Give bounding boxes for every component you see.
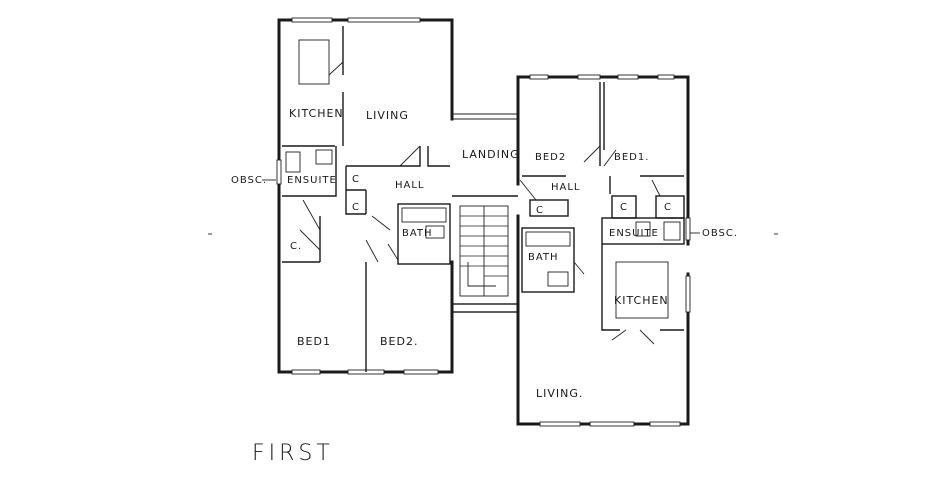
bath-basin bbox=[547, 271, 569, 287]
kitchen-wall bbox=[601, 244, 620, 331]
wall bbox=[427, 146, 450, 167]
bathroom-wall bbox=[521, 227, 575, 293]
window bbox=[291, 17, 333, 23]
bathtub bbox=[401, 207, 447, 223]
door-swing bbox=[365, 239, 379, 263]
door-swing bbox=[328, 61, 344, 76]
bathtub bbox=[525, 231, 571, 247]
right-cupboard-label: C bbox=[536, 205, 544, 216]
cupboard bbox=[529, 199, 569, 217]
right-kitchen-label: KITCHEN bbox=[614, 294, 669, 307]
right-bed1-label: BED1. bbox=[614, 152, 649, 163]
window bbox=[617, 74, 639, 80]
window bbox=[291, 369, 321, 375]
left-hall-label: HALL bbox=[395, 180, 425, 191]
left-unit bbox=[276, 17, 454, 375]
window bbox=[577, 74, 601, 80]
window bbox=[649, 421, 681, 427]
left-cupboard-label: C bbox=[352, 202, 360, 213]
stair-wall bbox=[451, 303, 519, 313]
door-swing bbox=[639, 329, 655, 345]
landing-label: LANDING bbox=[462, 148, 520, 161]
right-hall-label: HALL bbox=[551, 182, 581, 193]
bathroom-wall bbox=[397, 203, 451, 265]
ensuite-basin bbox=[635, 221, 651, 237]
stair-treads bbox=[460, 215, 508, 277]
stair-core bbox=[451, 113, 519, 313]
stair-arrow bbox=[467, 262, 496, 287]
right-unit bbox=[516, 74, 691, 427]
left-cupboard-label: C bbox=[352, 174, 360, 185]
window bbox=[539, 421, 581, 427]
door-swing bbox=[519, 179, 537, 201]
door-swing bbox=[573, 261, 585, 275]
ensuite-shower bbox=[285, 151, 301, 173]
right-bed2-label: BED2 bbox=[535, 152, 566, 163]
right-obsc-label: OBSC. bbox=[702, 228, 738, 239]
right-cupboard-label: C bbox=[664, 202, 672, 213]
door-swing bbox=[371, 215, 391, 231]
door-swing bbox=[611, 329, 627, 341]
left-living-label: LIVING bbox=[366, 109, 409, 122]
left-cupboard-label: C. bbox=[290, 241, 302, 252]
ensuite-basin bbox=[315, 149, 333, 165]
right-ensuite-label: ENSUITE bbox=[609, 228, 659, 239]
wall bbox=[346, 146, 421, 167]
left-unit-top-wall bbox=[277, 18, 454, 121]
door-swing bbox=[651, 179, 661, 197]
right-bath-label: BATH bbox=[528, 252, 559, 263]
window bbox=[403, 369, 439, 375]
obscured-window bbox=[685, 217, 691, 241]
window bbox=[657, 74, 675, 80]
ensuite-wall bbox=[601, 217, 685, 245]
left-bed1-label: BED1 bbox=[297, 335, 331, 348]
window bbox=[589, 421, 635, 427]
window bbox=[347, 17, 421, 23]
bath-basin bbox=[425, 225, 445, 239]
right-cupboard-label: C bbox=[620, 202, 628, 213]
door-swing bbox=[387, 243, 399, 261]
door-swing bbox=[603, 149, 617, 167]
kitchen-worktop bbox=[298, 39, 330, 85]
floor-title: FIRST bbox=[252, 441, 334, 466]
left-bath-label: BATH bbox=[402, 228, 433, 239]
cupboard-wall bbox=[345, 166, 366, 215]
right-unit-top-wall bbox=[516, 75, 690, 246]
door-swing bbox=[302, 199, 321, 231]
door-swing bbox=[583, 145, 601, 163]
door-swing bbox=[299, 229, 321, 251]
left-bed2-label: BED2. bbox=[380, 335, 418, 348]
left-ensuite-label: ENSUITE bbox=[287, 175, 337, 186]
window bbox=[685, 275, 691, 313]
right-living-label: LIVING. bbox=[536, 387, 583, 400]
window bbox=[529, 74, 549, 80]
left-obsc-label: OBSC. bbox=[231, 175, 267, 186]
left-kitchen-label: KITCHEN bbox=[289, 107, 344, 120]
obscured-window bbox=[276, 159, 282, 185]
ensuite-wall bbox=[282, 146, 337, 197]
door-swing bbox=[399, 145, 421, 167]
ensuite-shower bbox=[663, 221, 681, 241]
kitchen-worktop bbox=[615, 261, 669, 319]
